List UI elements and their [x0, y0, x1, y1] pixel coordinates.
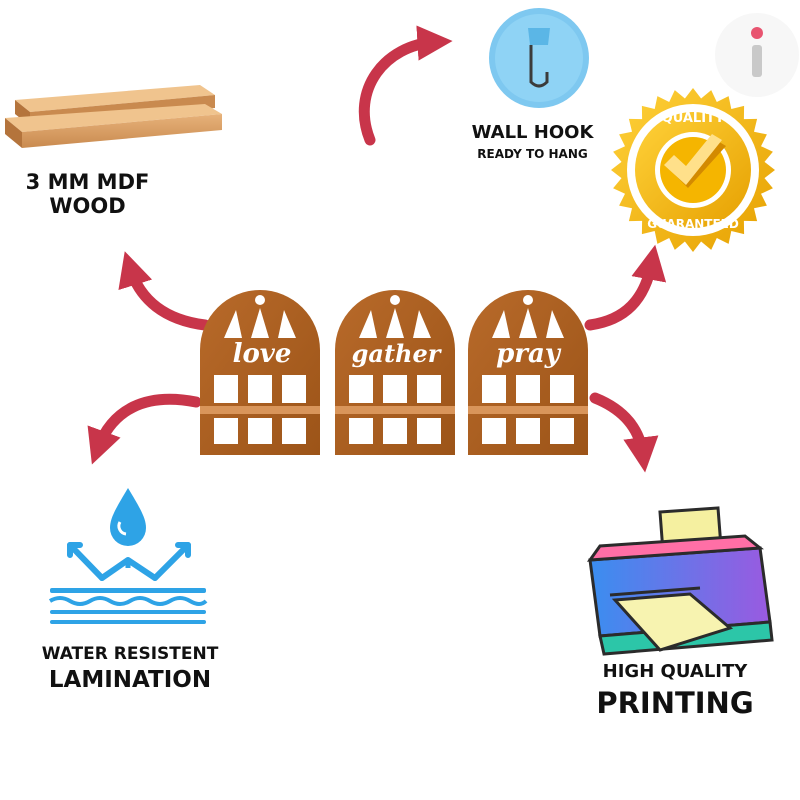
- wall-hook-icon: [489, 8, 589, 108]
- brand-logo-icon: [715, 13, 799, 97]
- product-plaques: [200, 290, 588, 455]
- water-drop-icon: [48, 488, 208, 624]
- arrow-print: [589, 392, 659, 473]
- plaque-gather: [335, 290, 455, 455]
- arrow-hook: [358, 25, 453, 146]
- mdf-line2: WOOD: [49, 194, 126, 219]
- arrows-group: [87, 25, 667, 473]
- plaque-word-pray: pray: [496, 339, 562, 369]
- feature-wall-hook: WALL HOOK READY TO HANG: [455, 122, 610, 161]
- feature-printing: HIGH QUALITY PRINTING: [560, 661, 790, 720]
- quality-badge-icon: [611, 88, 775, 252]
- hook-line2: READY TO HANG: [477, 146, 588, 161]
- print-line1: HIGH QUALITY: [602, 661, 748, 682]
- plaque-love: [200, 290, 320, 455]
- feature-mdf-wood: 3 MM MDF WOOD: [0, 170, 175, 218]
- hook-line1: WALL HOOK: [471, 122, 594, 143]
- print-line2: PRINTING: [596, 685, 754, 720]
- wood-planks-icon: [5, 85, 222, 148]
- water-line1: WATER RESISTENT: [41, 644, 219, 664]
- plaque-word-gather: gather: [352, 339, 443, 368]
- arrow-mdf: [118, 251, 211, 331]
- badge-top-text: QUALITY: [662, 111, 725, 126]
- plaque-pray: [468, 290, 588, 455]
- feature-water-resistant: WATER RESISTENT LAMINATION: [10, 644, 250, 693]
- water-line2: LAMINATION: [48, 666, 212, 693]
- plaque-word-love: love: [233, 339, 292, 369]
- badge-bottom-text: GUARANTEED: [647, 217, 739, 231]
- printer-icon: [586, 506, 774, 656]
- arrow-water: [87, 393, 202, 465]
- arrow-badge: [584, 244, 667, 331]
- mdf-line1: 3 MM MDF: [25, 170, 150, 194]
